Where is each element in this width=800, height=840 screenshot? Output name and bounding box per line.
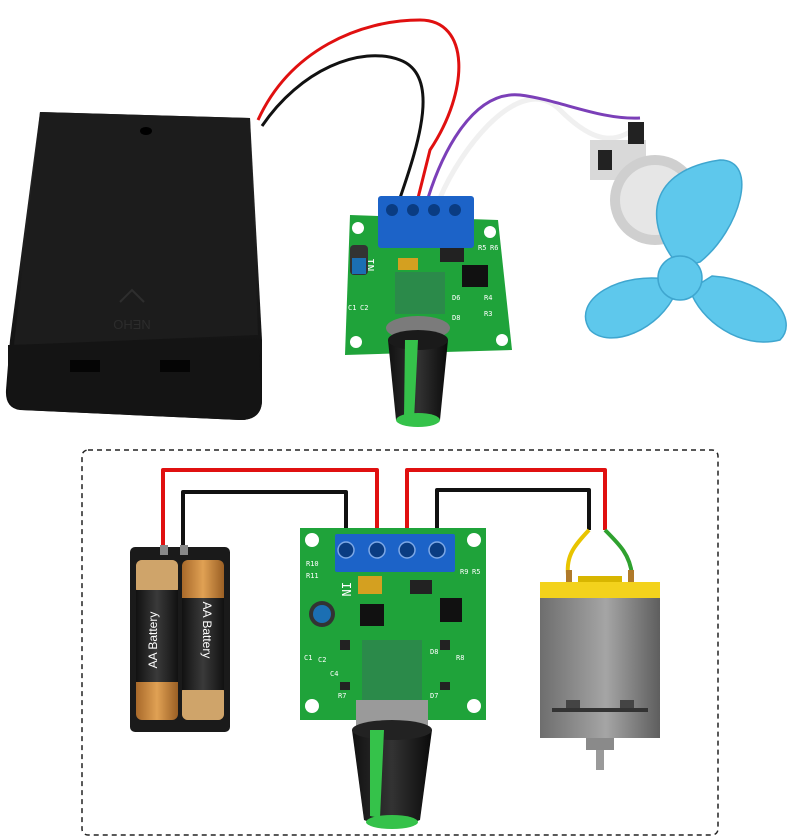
input-terminal-block [335, 534, 455, 572]
wire-battery-positive [161, 468, 379, 548]
diagram-silk-6: D8 [430, 648, 438, 656]
fan-propeller [584, 159, 787, 343]
battery-box: NEHO [5, 112, 263, 420]
speed-potentiometer [352, 640, 432, 829]
dc-motor [540, 570, 660, 770]
wire-motor-positive [405, 468, 607, 548]
photo-silk-6: D8 [452, 314, 460, 322]
battery-holder: AA Battery AA Battery [130, 545, 230, 732]
photo-silk-0: R5 [478, 244, 486, 252]
battery-box-emboss: NEHO [113, 317, 151, 332]
photo-silk-5: R4 [484, 294, 492, 302]
diagram-wires [161, 468, 634, 576]
diagram-silk-0: R10 [306, 560, 319, 568]
wire-motor-yellow [565, 528, 591, 576]
photo-silk-3: C2 [360, 304, 368, 312]
diagram-silk-1: R11 [306, 572, 319, 580]
photo-silk-7: R3 [484, 310, 492, 318]
board-terminal-label: IN [339, 582, 353, 596]
battery-cell-label-2: AA Battery [200, 602, 214, 659]
diagram-silk-9: R7 [338, 692, 346, 700]
diagram-silk-10: C4 [330, 670, 338, 678]
photo-silk-1: R6 [490, 244, 498, 252]
diagram-silk-8: D7 [430, 692, 438, 700]
wire-motor-negative [435, 488, 591, 548]
wire-motor-green [603, 528, 634, 576]
pwm-board: IN R10 R11 R9 R5 C1 C2 D8 R8 D7 R7 C4 [300, 528, 486, 829]
photo-silk-4: D6 [452, 294, 460, 302]
photo-wires [256, 18, 642, 199]
diagram-silk-2: R9 [460, 568, 468, 576]
diagram-frame [81, 449, 719, 836]
diagram-silk-3: R5 [472, 568, 480, 576]
diagram-silk-5: C2 [318, 656, 326, 664]
product-photo: NEHO IN [5, 18, 787, 427]
wire-battery-negative [181, 490, 348, 548]
diagram-silk-7: R8 [456, 654, 464, 662]
photo-silk-2: C1 [348, 304, 356, 312]
battery-cell-label-1: AA Battery [146, 612, 160, 669]
photo-pwm-board: IN R5 R6 C1 C2 D6 R4 D8 R3 [345, 196, 512, 427]
wiring-diagram: AA Battery AA Battery IN [81, 449, 719, 836]
diagram-silk-4: C1 [304, 654, 312, 662]
